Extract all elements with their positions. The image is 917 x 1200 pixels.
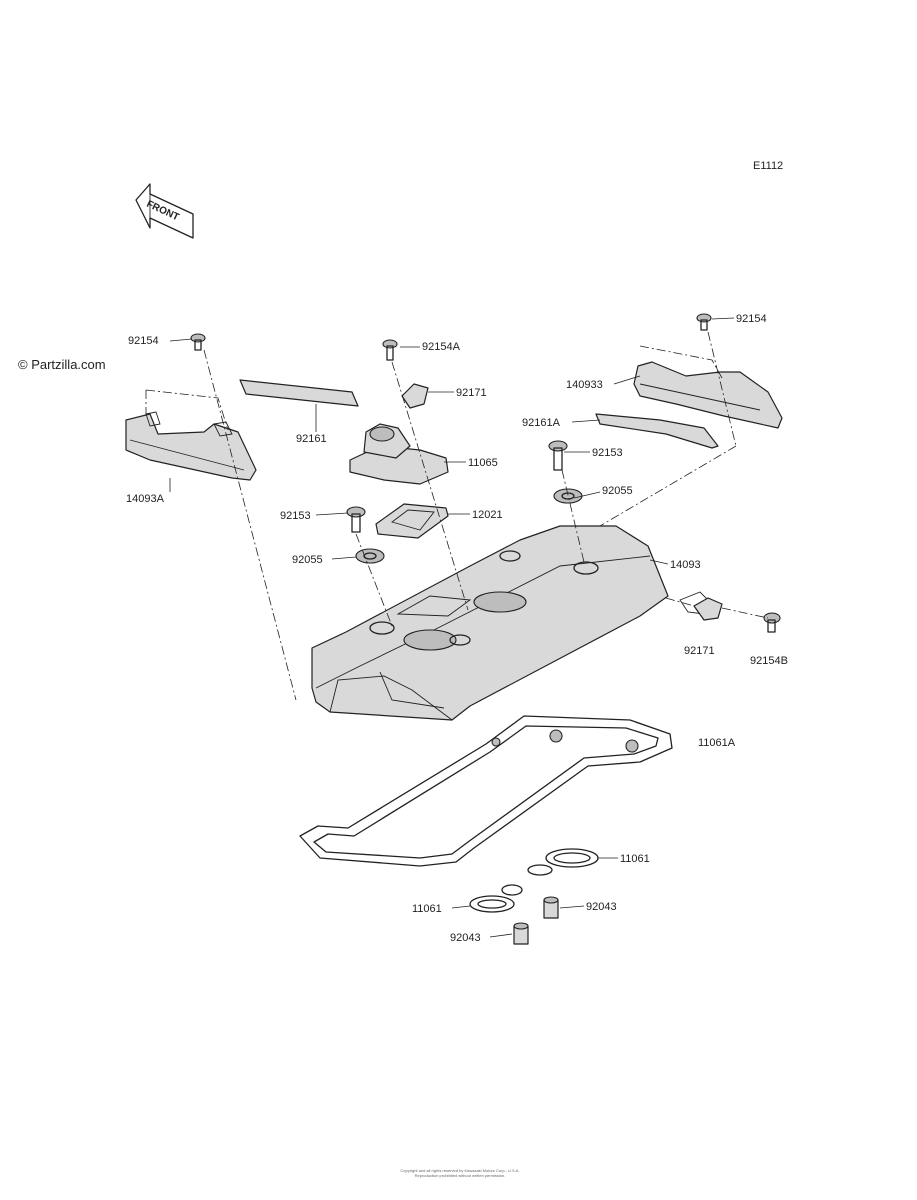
front-arrow-icon: FRONT xyxy=(135,183,194,239)
diagram-code: E1112 xyxy=(753,160,784,172)
callout-92055-left[interactable]: 92055 xyxy=(292,554,323,566)
callout-92043-right[interactable]: 92043 xyxy=(586,901,617,913)
side-cover-left xyxy=(125,389,257,481)
bolt-92153-right-icon xyxy=(548,440,568,471)
callout-92153-right[interactable]: 92153 xyxy=(592,447,623,459)
washer-92055-left-icon xyxy=(355,548,385,564)
bolt-92154b-icon xyxy=(763,612,781,633)
callout-14093[interactable]: 14093 xyxy=(670,559,701,571)
copyright-text: © Partzilla.com xyxy=(18,357,106,372)
callout-92153-left[interactable]: 92153 xyxy=(280,510,311,522)
footer-line-1: Copyright and all rights reserved by Kaw… xyxy=(400,1168,520,1173)
washer-92055-right-icon xyxy=(553,488,583,504)
callout-labels: 92154 92154A 92154 92171 140933 92161 92… xyxy=(126,313,788,944)
footer-copyright: Copyright and all rights reserved by Kaw… xyxy=(330,1168,590,1178)
alignment-lines xyxy=(203,331,769,701)
callout-140933[interactable]: 140933 xyxy=(566,379,603,391)
callout-11065[interactable]: 11065 xyxy=(468,457,498,469)
plug-gasket-right-icon xyxy=(527,848,599,876)
trim-strip-right xyxy=(595,413,719,449)
breather-plate xyxy=(375,503,449,539)
leader-lines xyxy=(169,317,735,938)
callout-92154a[interactable]: 92154A xyxy=(422,341,461,353)
callout-92154b[interactable]: 92154B xyxy=(750,655,788,667)
bolt-92154a-icon xyxy=(382,339,398,361)
bolt-92153-left-icon xyxy=(346,506,366,533)
callout-11061a[interactable]: 11061A xyxy=(698,737,736,749)
callout-11061-left[interactable]: 11061 xyxy=(412,903,442,915)
cylinder-head-cover xyxy=(311,525,713,721)
plug-gasket-left-icon xyxy=(469,884,523,913)
callout-12021[interactable]: 12021 xyxy=(472,509,503,521)
trim-strip-left xyxy=(239,379,359,407)
side-cover-right xyxy=(633,345,783,429)
dowel-pin-right-icon xyxy=(543,896,559,919)
clip-92171-top-icon xyxy=(401,383,429,409)
dowel-pin-left-icon xyxy=(513,922,529,945)
bolt-92154-right-icon xyxy=(696,313,712,331)
callout-92055-right[interactable]: 92055 xyxy=(602,485,633,497)
clip-92171-side-icon xyxy=(693,597,723,621)
callout-92161a[interactable]: 92161A xyxy=(522,417,561,429)
callout-92171-top[interactable]: 92171 xyxy=(456,387,487,399)
bolt-92154-left-icon xyxy=(190,333,206,351)
callout-11061-right[interactable]: 11061 xyxy=(620,853,650,865)
callout-92043-left[interactable]: 92043 xyxy=(450,932,481,944)
callout-92154-right[interactable]: 92154 xyxy=(736,313,767,325)
cover-gasket xyxy=(299,715,673,867)
callout-92161[interactable]: 92161 xyxy=(296,433,327,445)
callout-92154-left[interactable]: 92154 xyxy=(128,335,159,347)
callout-14093a[interactable]: 14093A xyxy=(126,493,165,505)
breather-cover xyxy=(349,423,449,485)
footer-line-2: Reproduction prohibited without written … xyxy=(414,1173,506,1178)
callout-92171-side[interactable]: 92171 xyxy=(684,645,715,657)
